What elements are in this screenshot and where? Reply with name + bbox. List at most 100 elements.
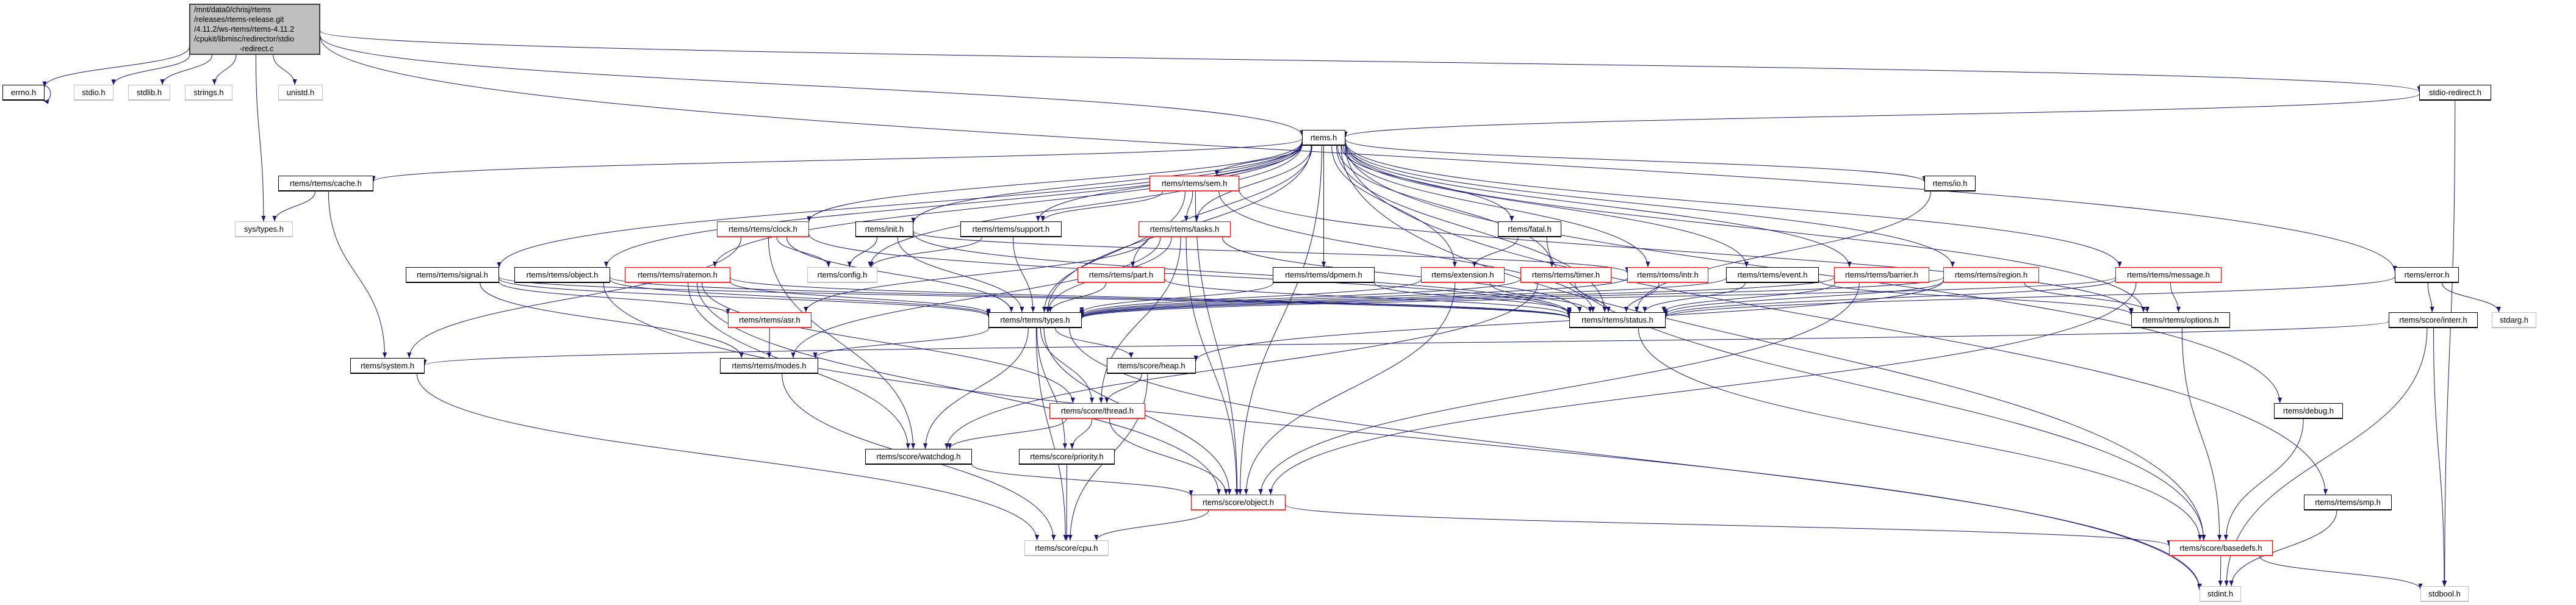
edge-support-to-config bbox=[869, 237, 982, 268]
node-heap[interactable]: rtems/score/heap.h bbox=[1107, 358, 1196, 374]
node-ratemon[interactable]: rtems/rtems/ratemon.h bbox=[625, 267, 730, 283]
node-io[interactable]: rtems/io.h bbox=[1924, 176, 1976, 192]
node-dpmem[interactable]: rtems/rtems/dpmem.h bbox=[1273, 267, 1375, 283]
edge-types-to-thread bbox=[1040, 328, 1095, 404]
node-init[interactable]: rtems/init.h bbox=[855, 221, 913, 237]
node-systypes: sys/types.h bbox=[235, 221, 293, 237]
node-watchdog[interactable]: rtems/score/watchdog.h bbox=[865, 449, 972, 465]
node-support[interactable]: rtems/rtems/support.h bbox=[960, 221, 1062, 237]
edge-barrier-to-sobject bbox=[1258, 282, 1860, 495]
edge-rtems-to-tasks bbox=[1194, 145, 1312, 222]
node-part[interactable]: rtems/rtems/part.h bbox=[1078, 267, 1165, 283]
edge-rtems-to-options bbox=[1345, 142, 2146, 313]
root-line: -redirect.c bbox=[239, 45, 274, 53]
edge-init-to-types bbox=[897, 237, 1024, 313]
edge-main-to-strings bbox=[212, 54, 237, 85]
edge-cache-to-system bbox=[328, 191, 387, 359]
edge-error-to-interr bbox=[2427, 282, 2434, 313]
edge-message-to-options bbox=[2170, 282, 2181, 313]
node-basedefs[interactable]: rtems/score/basedefs.h bbox=[2169, 540, 2273, 556]
edge-cache-to-systypes bbox=[272, 191, 315, 222]
edge-extension-to-types bbox=[1079, 279, 1422, 316]
node-errno[interactable]: errno.h bbox=[2, 85, 45, 101]
edge-system-to-cpu bbox=[416, 373, 1040, 541]
node-intr[interactable]: rtems/rtems/intr.h bbox=[1627, 267, 1708, 283]
node-interr[interactable]: rtems/score/interr.h bbox=[2389, 312, 2478, 328]
node-sem[interactable]: rtems/rtems/sem.h bbox=[1149, 176, 1239, 192]
edge-main-to-stdio bbox=[111, 54, 190, 85]
edge-rtems-to-config bbox=[868, 144, 1303, 268]
edge-rtems-to-ratemon bbox=[713, 142, 1303, 268]
edge-init-to-intr bbox=[913, 231, 1630, 273]
node-thread[interactable]: rtems/score/thread.h bbox=[1049, 403, 1145, 419]
edge-ratemon-to-thread bbox=[702, 282, 1075, 404]
node-region[interactable]: rtems/rtems/region.h bbox=[1943, 267, 2039, 283]
edge-types-to-priority bbox=[1037, 328, 1068, 449]
edge-rtems-to-io bbox=[1345, 139, 1927, 182]
edge-signal-to-modes bbox=[480, 282, 744, 359]
node-stdioredirect[interactable]: stdio-redirect.h bbox=[2419, 85, 2491, 101]
node-modes[interactable]: rtems/rtems/modes.h bbox=[720, 358, 818, 374]
edge-rtems-to-fatal bbox=[1341, 145, 1514, 222]
node-options[interactable]: rtems/rtems/options.h bbox=[2131, 312, 2230, 328]
node-debug[interactable]: rtems/debug.h bbox=[2274, 403, 2343, 419]
node-signal[interactable]: rtems/rtems/signal.h bbox=[406, 267, 499, 283]
node-robject[interactable]: rtems/rtems/object.h bbox=[514, 267, 610, 283]
edge-errno-to-errno bbox=[41, 85, 51, 104]
edge-rtems-to-region bbox=[1345, 142, 1955, 268]
edge-tasks-to-sobject bbox=[1185, 237, 1239, 495]
node-event[interactable]: rtems/rtems/event.h bbox=[1726, 267, 1819, 283]
node-fatal[interactable]: rtems/fatal.h bbox=[1498, 221, 1561, 237]
edge-dpmem-to-status bbox=[1374, 282, 1572, 313]
edge-rtems-to-timer bbox=[1337, 145, 1555, 268]
node-priority[interactable]: rtems/score/priority.h bbox=[1019, 449, 1115, 465]
node-barrier[interactable]: rtems/rtems/barrier.h bbox=[1834, 267, 1929, 283]
edge-rtems-to-signal bbox=[497, 141, 1303, 268]
edge-error-to-stdarg bbox=[2442, 282, 2501, 313]
root-line: /releases/rtems-release.git bbox=[194, 15, 284, 24]
edge-signal-to-status bbox=[498, 276, 1572, 319]
node-cache[interactable]: rtems/rtems/cache.h bbox=[278, 176, 373, 192]
node-smp[interactable]: rtems/rtems/smp.h bbox=[2304, 495, 2392, 510]
edge-rtems-to-part bbox=[1131, 145, 1312, 268]
edge-asr-to-modes bbox=[767, 328, 772, 359]
node-asr[interactable]: rtems/rtems/asr.h bbox=[728, 312, 811, 328]
edge-sobject-to-basedefs bbox=[1285, 504, 2171, 546]
edge-io-to-status bbox=[1635, 191, 1931, 313]
edge-basedefs-to-stdbool bbox=[2259, 556, 2423, 590]
edge-region-to-types bbox=[1079, 277, 1944, 318]
edge-tasks-to-thread bbox=[1099, 237, 1181, 404]
edge-dpmem-to-types bbox=[1079, 282, 1273, 313]
node-clock[interactable]: rtems/rtems/clock.h bbox=[717, 221, 809, 237]
node-stdbool: stdbool.h bbox=[2420, 586, 2469, 602]
edge-stdioredirect-to-rtems bbox=[1343, 93, 2420, 137]
edge-fatal-to-extension bbox=[1472, 237, 1519, 268]
edge-stdioredirect-to-stdbool bbox=[2442, 100, 2456, 587]
node-types[interactable]: rtems/rtems/types.h bbox=[988, 312, 1082, 328]
node-rtems[interactable]: rtems.h bbox=[1302, 130, 1345, 146]
node-error[interactable]: rtems/error.h bbox=[2395, 267, 2459, 283]
edge-main-to-errno bbox=[42, 47, 190, 87]
node-tasks[interactable]: rtems/rtems/tasks.h bbox=[1139, 221, 1231, 237]
node-strings: strings.h bbox=[185, 85, 232, 101]
edge-types-to-modes bbox=[813, 328, 990, 359]
edge-sem-to-sobject bbox=[1195, 191, 1240, 495]
edge-types-to-stdint bbox=[1069, 328, 2202, 590]
edge-timer-to-watchdog bbox=[944, 282, 1538, 449]
edge-extension-to-status bbox=[1489, 282, 1593, 313]
node-message[interactable]: rtems/rtems/message.h bbox=[2115, 267, 2222, 283]
edge-types-to-watchdog bbox=[923, 328, 1029, 449]
edge-message-to-status bbox=[1663, 279, 2116, 317]
node-extension[interactable]: rtems/extension.h bbox=[1421, 267, 1505, 283]
edge-watchdog-to-sobject bbox=[971, 464, 1193, 496]
edge-init-to-config bbox=[847, 237, 878, 268]
edge-extension-to-sobject bbox=[1243, 282, 1456, 495]
node-system[interactable]: rtems/system.h bbox=[350, 358, 425, 374]
node-status[interactable]: rtems/rtems/status.h bbox=[1569, 312, 1666, 328]
root-file-node[interactable]: /mnt/data0/chrisj/rtems /releases/rtems-… bbox=[189, 4, 320, 55]
node-timer[interactable]: rtems/rtems/timer.h bbox=[1520, 267, 1611, 283]
node-sobject[interactable]: rtems/score/object.h bbox=[1191, 495, 1286, 510]
node-config: rtems/config.h bbox=[807, 267, 877, 283]
edge-part-to-types bbox=[1048, 282, 1107, 313]
